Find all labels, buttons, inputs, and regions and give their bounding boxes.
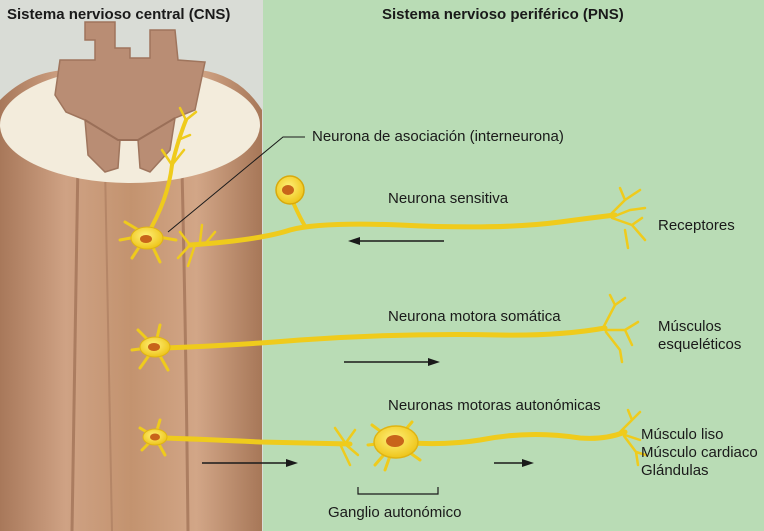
ganglion-label: Ganglio autonómico [328,504,462,521]
somatic-motor-nucleus [148,343,160,351]
receptor-endings [608,186,647,250]
spinal-cord-fissure [104,164,113,531]
ganglion-nucleus [386,435,404,447]
preganglionic-arrow [202,459,298,467]
preganglionic-nucleus [150,433,160,441]
ganglion-bracket [357,487,439,495]
interneuron-label: Neurona de asociación (interneurona) [312,128,564,145]
somatic-motor-neuron [130,293,640,372]
skeletal-muscles-label-line1: Músculos [658,318,722,335]
interneuron-leader-line [167,136,305,233]
sensory-neuron-terminals [176,223,217,268]
spinal-cord [0,21,262,531]
cardiac-muscle-label: Músculo cardiaco [641,444,758,461]
sensory-arrow [348,237,444,245]
receptors-label: Receptores [658,217,735,234]
somatic-motor-axon [162,325,608,351]
sensory-neuron [176,175,647,268]
postganglionic-arrow [494,459,534,467]
glands-label: Glándulas [641,462,709,479]
postganglionic-axon [407,429,628,447]
autonomic-motor-label: Neuronas motoras autonómicas [388,397,601,414]
spinal-cord-body [0,70,262,531]
autonomic-ganglion-neuron [366,408,648,472]
arrows [202,237,534,467]
interneuron-nucleus [140,235,152,243]
gray-matter-butterfly [54,21,206,173]
interneuron-dendrite-branches [160,106,198,167]
neurons [118,106,648,472]
sensory-neuron-label: Neurona sensitiva [388,190,509,207]
smooth-muscle-label: Músculo liso [641,426,724,443]
sensory-neuron-axon [187,212,618,248]
preganglionic-terminals [333,426,360,467]
skeletal-muscles-label-line2: esqueléticos [658,336,742,353]
somatic-motor-label: Neurona motora somática [388,308,561,325]
somatic-motor-arrow [344,358,440,366]
preganglionic-axon [162,435,353,447]
interneuron [118,106,198,264]
gray-matter-shadow [84,117,176,141]
skeletal-muscle-endings [601,293,640,364]
autonomic-preganglionic-neuron [138,418,360,467]
effector-endings [618,408,648,467]
sensory-neuron-nucleus [282,185,294,195]
pns-header: Sistema nervioso periférico (PNS) [382,6,624,23]
cns-header: Sistema nervioso central (CNS) [7,6,231,23]
spinal-cord-groove-left [70,159,80,531]
